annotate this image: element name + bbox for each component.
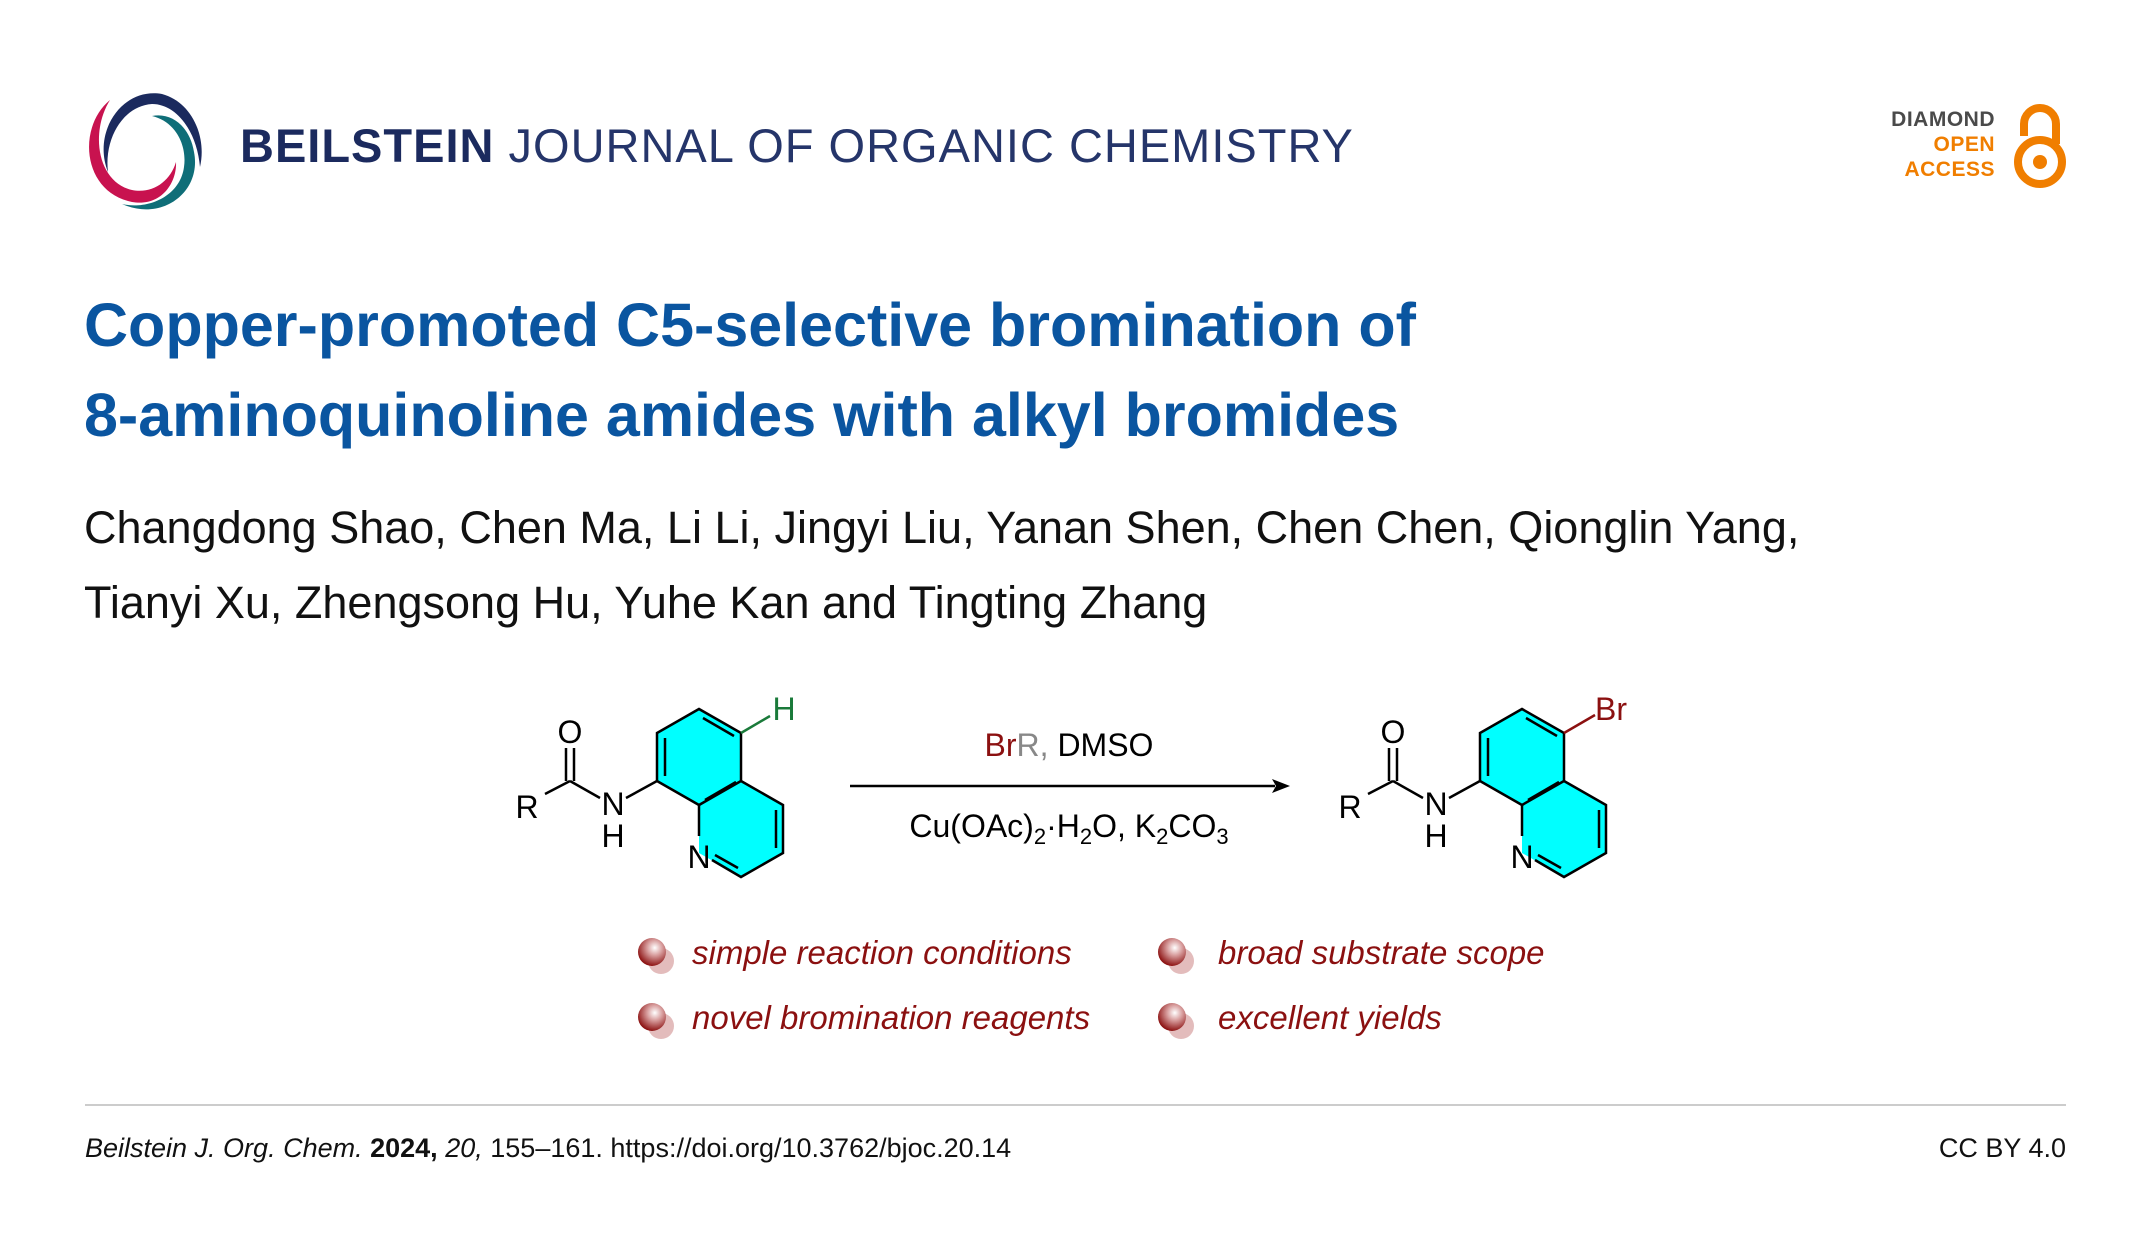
journal-name-bold: BEILSTEIN [240,119,495,172]
citation-pages: 155–161. [490,1133,603,1163]
product-molecule: R O N H N Br [1338,691,1627,879]
highlight-item: excellent yields [1218,999,1442,1036]
doi-link[interactable]: https://doi.org/10.3762/bjoc.20.14 [610,1133,1012,1163]
author-list: Changdong Shao, Chen Ma, Li Li, Jingyi L… [84,490,1799,640]
bullet-sphere-icon [638,938,674,974]
article-title: Copper-promoted C5-selective bromination… [84,280,1416,460]
highlight-item: broad substrate scope [1218,934,1545,971]
reagent-dmso: DMSO [1049,727,1154,763]
reagent-k: O, K [1092,808,1156,844]
reagent-top: BrR, DMSO [985,727,1154,763]
open-access-lock-icon [2014,104,2066,188]
product-n-label: N [1424,786,1447,822]
reactant-c5-h-label: H [772,691,795,727]
highlight-item: simple reaction conditions [692,934,1072,971]
bullet-sphere-icon [1158,1003,1194,1039]
license-label: CC BY 4.0 [1938,1133,2066,1163]
title-line-2: 8-aminoquinoline amides with alkyl bromi… [84,381,1400,449]
sub: 2 [1080,824,1092,849]
reactant-r-label: R [515,789,538,825]
badge-diamond: DIAMOND [1891,108,1995,131]
product-nh-label: H [1424,818,1447,854]
bullet-sphere-icon [1158,938,1194,974]
beilstein-swirl-logo [89,93,202,210]
reaction-scheme: R O N H N H BrR, DMSO Cu(OAc)2·H2O, K2CO… [515,691,1627,879]
reaction-arrow: BrR, DMSO Cu(OAc)2·H2O, K2CO3 [850,727,1290,849]
reagent-h: ·H [1046,808,1080,844]
reagent-br: Br [985,727,1017,763]
badge-access: ACCESS [1904,158,1995,181]
sub: 3 [1216,824,1228,849]
authors-line-2: Tianyi Xu, Zhengsong Hu, Yuhe Kan and Ti… [84,577,1208,628]
badge-open: OPEN [1933,133,1995,156]
diamond-open-access-badge: DIAMOND OPEN ACCESS [1880,100,2070,192]
authors-line-1: Changdong Shao, Chen Ma, Li Li, Jingyi L… [84,502,1800,553]
citation: Beilstein J. Org. Chem. 2024, 20, 155–16… [85,1133,1011,1164]
reagent-co: CO [1168,808,1216,844]
journal-name: BEILSTEIN JOURNAL OF ORGANIC CHEMISTRY [240,118,1354,173]
reagent-cu: Cu(OAc) [909,808,1033,844]
product-c5-br-label: Br [1595,691,1627,727]
journal-name-rest: JOURNAL OF ORGANIC CHEMISTRY [508,119,1354,172]
highlight-item: novel bromination reagents [692,999,1091,1036]
reactant-o-label: O [558,714,583,750]
title-line-1: Copper-promoted C5-selective bromination… [84,291,1416,359]
sub: 2 [1156,824,1168,849]
product-ring-n-label: N [1510,839,1533,875]
citation-volume: 20, [445,1133,483,1163]
product-o-label: O [1381,714,1406,750]
reactant-nh-label: H [601,818,624,854]
reagent-r: R, [1017,727,1049,763]
reactant-molecule: R O N H N H [515,691,796,879]
reactant-n-label: N [601,786,624,822]
citation-journal: Beilstein J. Org. Chem. [85,1133,363,1163]
reactant-ring-n-label: N [687,839,710,875]
product-r-label: R [1338,789,1361,825]
footer-divider [85,1104,2066,1106]
bullet-sphere-icon [638,1003,674,1039]
reagent-bottom: Cu(OAc)2·H2O, K2CO3 [909,808,1228,849]
sub: 2 [1034,824,1046,849]
citation-year: 2024, [370,1133,438,1163]
